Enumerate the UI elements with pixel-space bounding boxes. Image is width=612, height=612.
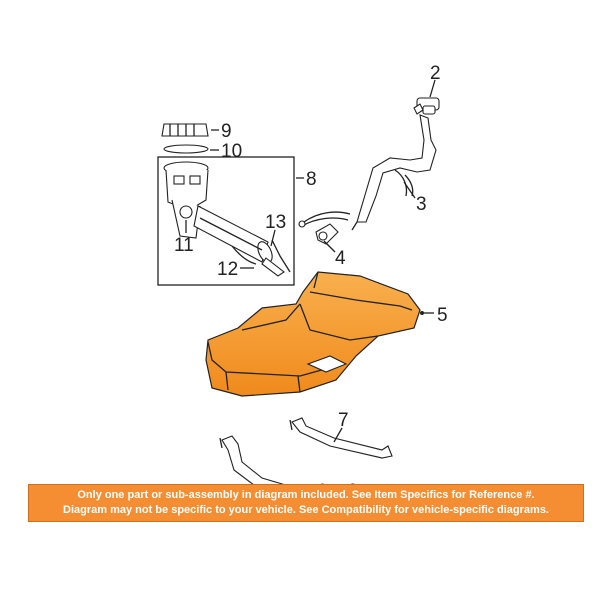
notice-line-1: Only one part or sub-assembly in diagram… <box>77 489 535 501</box>
callout-5: 5 <box>437 305 448 326</box>
callout-7: 7 <box>338 410 349 431</box>
fuel-tank-part <box>205 271 421 397</box>
notice-banner: Only one part or sub-assembly in diagram… <box>28 484 584 522</box>
callout-3: 3 <box>416 194 427 215</box>
leader-4 <box>323 240 336 253</box>
callout-12: 12 <box>217 259 238 280</box>
callout-13: 13 <box>265 212 286 233</box>
pump-module-box <box>157 156 295 286</box>
leader-2 <box>429 79 436 98</box>
pump-module-part <box>163 161 291 277</box>
lock-ring-part <box>161 123 209 137</box>
leader-7 <box>333 427 343 443</box>
leader-5-dot <box>420 311 424 315</box>
callout-2: 2 <box>430 63 441 84</box>
callout-8: 8 <box>306 169 317 190</box>
filler-cap-part <box>413 97 440 115</box>
callout-9: 9 <box>221 121 232 142</box>
callout-10: 10 <box>221 141 242 162</box>
notice-line-2: Diagram may not be specific to your vehi… <box>63 504 549 516</box>
leader-3 <box>403 181 416 199</box>
leader-13 <box>270 229 276 247</box>
seal-part <box>163 144 209 154</box>
callout-4: 4 <box>335 248 346 269</box>
callout-11: 11 <box>174 235 194 256</box>
upper-strap-part <box>289 417 393 459</box>
hose-clamp-part <box>315 223 339 245</box>
